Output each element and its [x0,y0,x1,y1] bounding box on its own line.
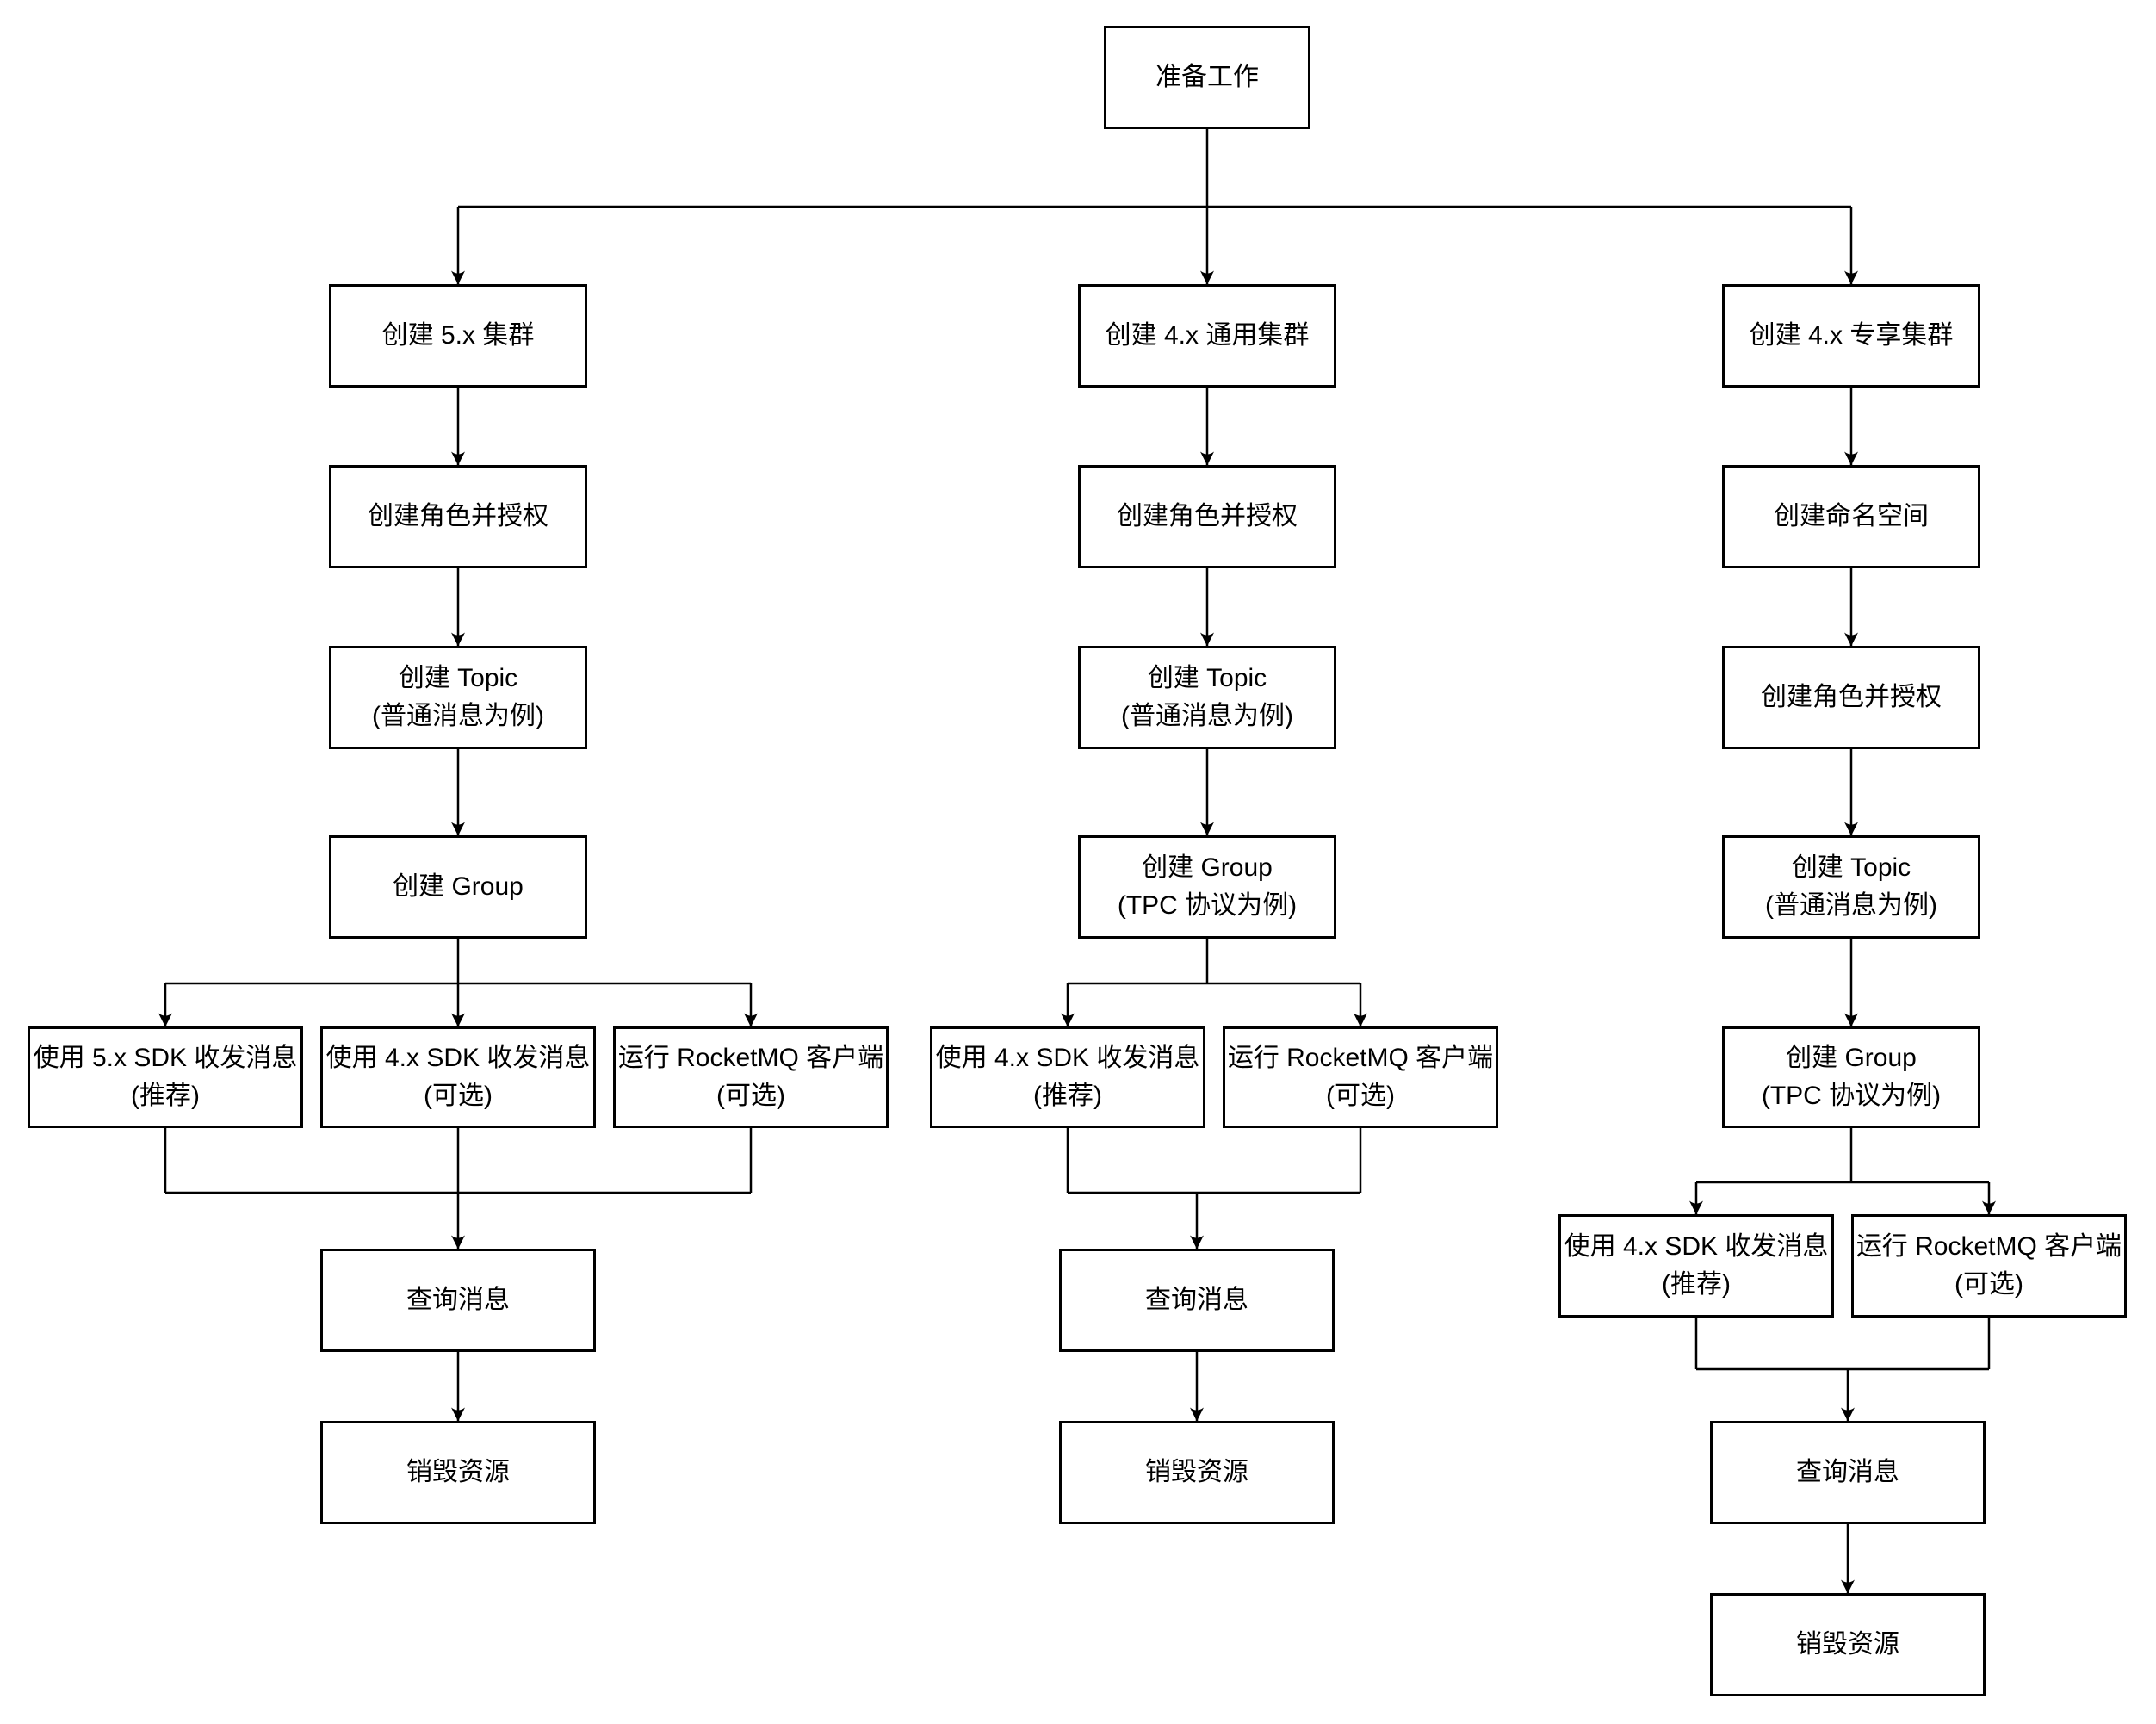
node-c1-query-message: 查询消息 [320,1249,596,1352]
node-c1-create-cluster: 创建 5.x 集群 [329,284,587,388]
edges-column-1 [158,388,758,1422]
edges-column-3 [1689,388,1996,1594]
node-c3-create-namespace: 创建命名空间 [1722,465,1980,568]
node-c3-query-message: 查询消息 [1710,1421,1986,1524]
node-prepare: 准备工作 [1104,26,1310,129]
node-c2-create-topic: 创建 Topic (普通消息为例) [1078,646,1336,749]
node-c2-use-4x-sdk: 使用 4.x SDK 收发消息 (推荐) [930,1026,1205,1128]
node-c2-run-client: 运行 RocketMQ 客户端 (可选) [1223,1026,1498,1128]
node-c2-create-cluster: 创建 4.x 通用集群 [1078,284,1336,388]
node-c3-create-cluster: 创建 4.x 专享集群 [1722,284,1980,388]
node-c3-create-role: 创建角色并授权 [1722,646,1980,749]
node-c3-create-group: 创建 Group (TPC 协议为例) [1722,1026,1980,1128]
node-c3-use-4x-sdk: 使用 4.x SDK 收发消息 (推荐) [1558,1214,1834,1318]
node-c1-use-5x-sdk: 使用 5.x SDK 收发消息 (推荐) [28,1026,303,1128]
node-c1-create-topic: 创建 Topic (普通消息为例) [329,646,587,749]
node-c3-create-topic: 创建 Topic (普通消息为例) [1722,835,1980,939]
node-c3-run-client: 运行 RocketMQ 客户端 (可选) [1851,1214,2127,1318]
node-c1-use-4x-sdk: 使用 4.x SDK 收发消息 (可选) [320,1026,596,1128]
node-c1-destroy-resource: 销毁资源 [320,1421,596,1524]
node-c1-run-client: 运行 RocketMQ 客户端 (可选) [613,1026,889,1128]
node-c2-create-role: 创建角色并授权 [1078,465,1336,568]
node-c1-create-group: 创建 Group [329,835,587,939]
node-c1-create-role: 创建角色并授权 [329,465,587,568]
node-c2-create-group: 创建 Group (TPC 协议为例) [1078,835,1336,939]
edges-top-fan [451,129,1858,285]
node-c3-destroy-resource: 销毁资源 [1710,1593,1986,1696]
node-c2-query-message: 查询消息 [1059,1249,1335,1352]
edges-column-2 [1061,388,1367,1422]
node-c2-destroy-resource: 销毁资源 [1059,1421,1335,1524]
